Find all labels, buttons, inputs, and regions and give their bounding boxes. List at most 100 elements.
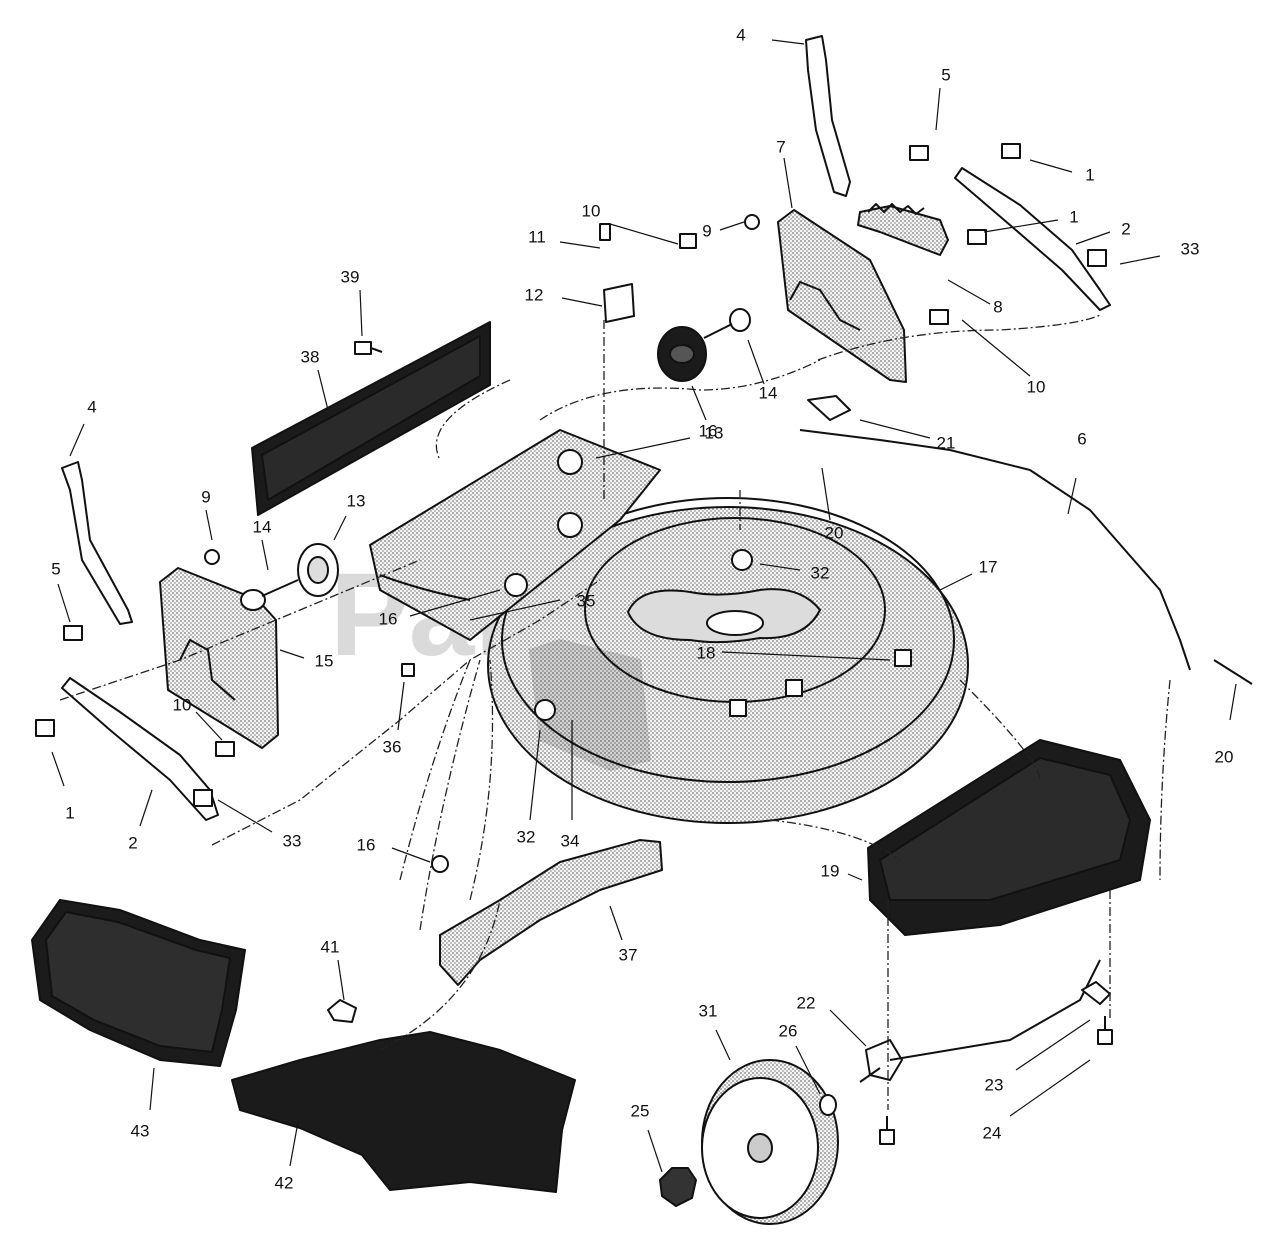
- right-pivot-bolt-part[interactable]: [703, 308, 751, 339]
- callout-number-c16b: 16: [379, 609, 398, 628]
- callout-leader-c7: [783, 157, 793, 209]
- callout-leader-c14b: [261, 539, 269, 571]
- callout-leader-c33a: [1119, 255, 1161, 265]
- callout-leader-c32a: [759, 563, 801, 571]
- callout-c34: 34: [561, 720, 580, 850]
- callout-leader-c2b: [139, 789, 153, 827]
- callout-leader-c31: [715, 1029, 731, 1061]
- callout-number-c14a: 14: [759, 383, 778, 402]
- callout-c1b: 1: [983, 207, 1079, 233]
- washer-26-part[interactable]: [819, 1094, 837, 1116]
- callout-c26: 26: [779, 1021, 821, 1095]
- callout-leader-c43: [149, 1067, 155, 1111]
- callout-number-c37: 37: [619, 945, 638, 964]
- front-baffle-part[interactable]: [439, 839, 663, 986]
- callout-leader-c4b: [69, 423, 85, 457]
- callout-c35: 35: [469, 591, 595, 621]
- callout-number-c14b: 14: [253, 517, 272, 536]
- screw-39-part[interactable]: [354, 341, 383, 355]
- callout-leader-c11: [559, 241, 601, 249]
- detent-bracket-part[interactable]: [857, 203, 949, 256]
- callout-leader-c1a: [1029, 159, 1073, 173]
- callout-leader-c13b: [333, 515, 347, 541]
- callout-leader-c9b: [205, 509, 213, 541]
- callout-c31: 31: [699, 1001, 731, 1061]
- callout-c33a: 33: [1119, 239, 1199, 265]
- callout-number-c36: 36: [383, 737, 402, 756]
- callout-c2a: 2: [1075, 219, 1131, 245]
- right-handle-bracket-part[interactable]: [805, 35, 851, 197]
- left-wheel-cap-part[interactable]: [297, 543, 339, 597]
- callout-number-c38: 38: [301, 347, 320, 366]
- assembly-lines: [59, 314, 1171, 1110]
- mulch-plate-part[interactable]: [251, 321, 491, 516]
- callout-leader-c38: [317, 369, 329, 411]
- deck-fasteners-part[interactable]: [35, 143, 1253, 873]
- axle-arm-22-part[interactable]: [859, 959, 1101, 1083]
- callout-c6: 6: [1067, 429, 1087, 515]
- rear-wheel-part[interactable]: [701, 1059, 839, 1225]
- callout-number-c39: 39: [341, 267, 360, 286]
- callout-c9a: 9: [702, 221, 745, 240]
- callout-leader-c33b: [217, 799, 273, 833]
- side-panel-43-part[interactable]: [31, 899, 246, 1067]
- small-bracket-12-part[interactable]: [603, 283, 635, 323]
- callout-leader-c23: [1015, 1019, 1091, 1071]
- callout-leader-c5a: [935, 87, 941, 131]
- callout-number-c34: 34: [561, 831, 580, 850]
- callout-leader-c13a: [691, 385, 707, 421]
- clip-41-part[interactable]: [327, 999, 357, 1023]
- callout-leader-c8: [947, 279, 991, 305]
- right-bracket-arm-part[interactable]: [954, 167, 1111, 311]
- callout-c8: 8: [947, 279, 1003, 316]
- callout-c18: 18: [697, 643, 891, 662]
- callout-c15: 15: [279, 649, 333, 670]
- callout-number-c10a: 10: [582, 201, 601, 220]
- callout-number-c4b: 4: [87, 397, 96, 416]
- callout-number-c16c: 16: [357, 835, 376, 854]
- rear-axle-rod-part[interactable]: [799, 429, 1191, 671]
- callout-leader-c25: [647, 1129, 663, 1173]
- callout-leader-c1c: [51, 751, 65, 787]
- callout-c32b: 32: [517, 729, 541, 846]
- callout-number-c2b: 2: [128, 833, 137, 852]
- rear-skirt-part[interactable]: [867, 739, 1151, 936]
- callout-c13b: 13: [333, 491, 366, 541]
- bolt-24-part[interactable]: [879, 1016, 1113, 1145]
- callout-c38: 38: [301, 347, 329, 411]
- callout-c12: 12: [525, 285, 603, 307]
- callout-leader-c18: [721, 651, 891, 661]
- callout-number-c32a: 32: [811, 563, 830, 582]
- callout-leader-c26: [795, 1045, 821, 1095]
- left-pivot-bolt-part[interactable]: [240, 579, 299, 611]
- left-height-adjust-plate-part[interactable]: [159, 567, 279, 749]
- front-deflector-part[interactable]: [231, 1031, 576, 1193]
- callout-c1c: 1: [51, 751, 75, 822]
- callout-leader-c19: [847, 873, 863, 881]
- callout-leader-c42: [289, 1121, 299, 1167]
- callout-leader-c22: [829, 1009, 867, 1047]
- right-wheel-cap-part[interactable]: [657, 326, 707, 382]
- left-handle-bracket-part[interactable]: [61, 461, 133, 625]
- callout-number-c13b: 13: [347, 491, 366, 510]
- left-bracket-arm-part[interactable]: [61, 677, 219, 821]
- callout-c14a: 14: [747, 339, 778, 402]
- callout-c39: 39: [341, 267, 363, 337]
- callout-number-c11: 11: [528, 227, 546, 246]
- callout-c36: 36: [383, 681, 405, 756]
- callout-c20a: 20: [821, 467, 843, 542]
- callout-c1a: 1: [1029, 159, 1095, 184]
- callout-c43: 43: [131, 1067, 155, 1140]
- mower-deck-part[interactable]: [369, 429, 969, 824]
- callout-number-c26: 26: [779, 1021, 798, 1040]
- callout-number-c21: 21: [937, 433, 956, 452]
- spring-clip-23-part[interactable]: [1081, 981, 1111, 1005]
- callout-leader-c5b: [57, 583, 71, 623]
- right-height-adjust-plate-part[interactable]: [777, 209, 907, 383]
- hub-nut-25-part[interactable]: [659, 1167, 697, 1207]
- callout-c32a: 32: [759, 563, 830, 582]
- callout-c16c: 16: [357, 835, 431, 863]
- callout-number-c25: 25: [631, 1101, 650, 1120]
